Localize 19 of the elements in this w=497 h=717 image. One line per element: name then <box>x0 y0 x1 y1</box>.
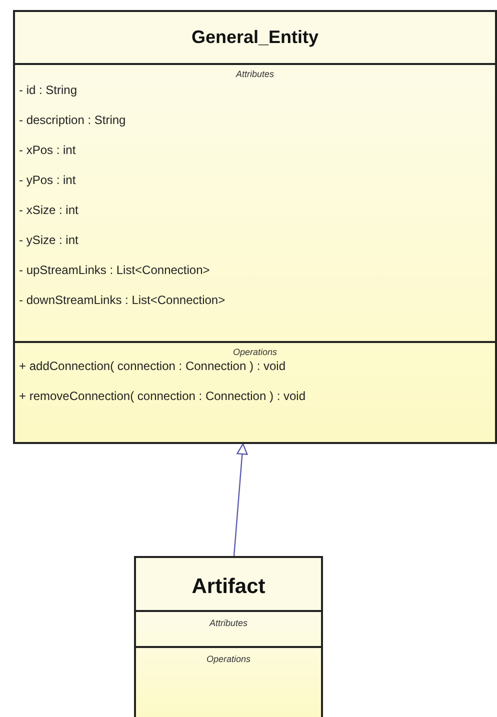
compartment-heading: Attributes <box>236 69 274 79</box>
member-text: + addConnection( connection : Connection ) : void <box>19 359 286 373</box>
member-text: - upStreamLinks : List<Connection> <box>19 263 210 277</box>
member-text: - id : String <box>19 83 78 97</box>
member-text: + removeConnection( connection : Connection ) : void <box>19 389 306 403</box>
compartment-heading: Operations <box>206 654 251 664</box>
member-text: - yPos : int <box>19 173 76 187</box>
generalization-arrow <box>233 443 248 556</box>
member-text: - ySize : int <box>19 233 78 247</box>
class-name: General_Entity <box>191 27 319 48</box>
member-text: - xSize : int <box>19 203 78 217</box>
member-text: - description : String <box>19 113 126 127</box>
class-name: Artifact <box>192 575 266 599</box>
class-box <box>134 556 323 717</box>
compartment-heading: Operations <box>232 347 278 357</box>
compartment-heading: Attributes <box>209 618 248 628</box>
member-text: - downStreamLinks : List<Connection> <box>19 293 226 307</box>
member-text: - xPos : int <box>19 143 76 157</box>
class-box <box>13 10 497 444</box>
